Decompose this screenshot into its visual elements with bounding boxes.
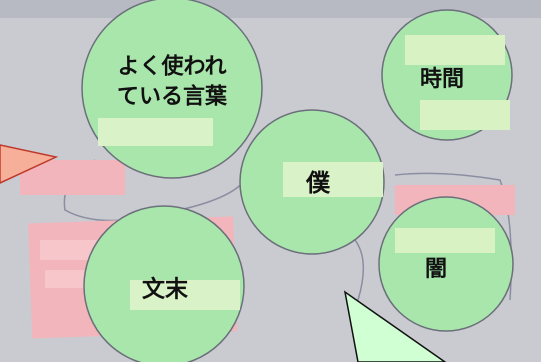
bubble-label-frequent-words: よく使われ ている言葉 xyxy=(116,54,227,109)
left-callout-arrow xyxy=(0,144,59,184)
green-sticky-note xyxy=(405,35,505,65)
bubble-label-darkness: 闇 xyxy=(424,257,448,283)
green-sticky-note xyxy=(98,118,213,146)
green-sticky-note xyxy=(395,228,495,253)
bubble-label-sentence-ending: 文末 xyxy=(142,276,188,303)
green-sticky-note xyxy=(420,100,510,130)
green-sticky-note xyxy=(130,280,240,310)
green-sticky-note xyxy=(283,162,383,197)
bubble-label-time: 時間 xyxy=(419,67,465,93)
bottom-callout xyxy=(343,290,447,362)
bubble-label-boku: 僕 xyxy=(306,168,330,197)
